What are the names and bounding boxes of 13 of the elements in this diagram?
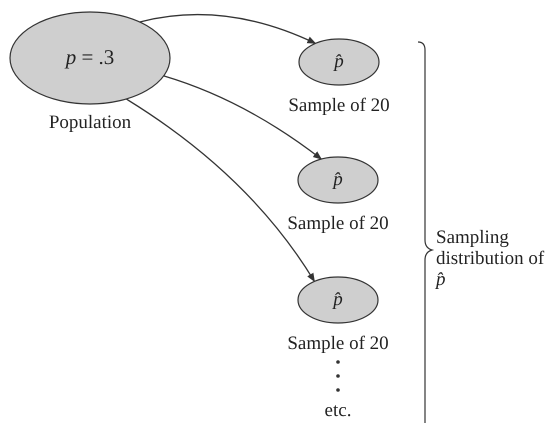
arrow <box>164 75 322 160</box>
arrow <box>140 14 316 44</box>
arrow <box>126 98 315 282</box>
sample-label: Sample of 20 <box>288 95 390 117</box>
sample-label: Sample of 20 <box>287 333 389 355</box>
parameter-text: p = .3 <box>66 45 114 70</box>
etc-label: etc. <box>324 400 352 422</box>
sample-label: Sample of 20 <box>287 213 389 235</box>
statistic-symbol: p̂ <box>333 288 343 311</box>
population-label: Population <box>48 112 132 134</box>
statistic-symbol: p̂ <box>333 168 343 191</box>
sampling-distribution-label: Sampling distribution of p̂ <box>436 228 546 291</box>
statistic-symbol: p̂ <box>334 50 344 73</box>
